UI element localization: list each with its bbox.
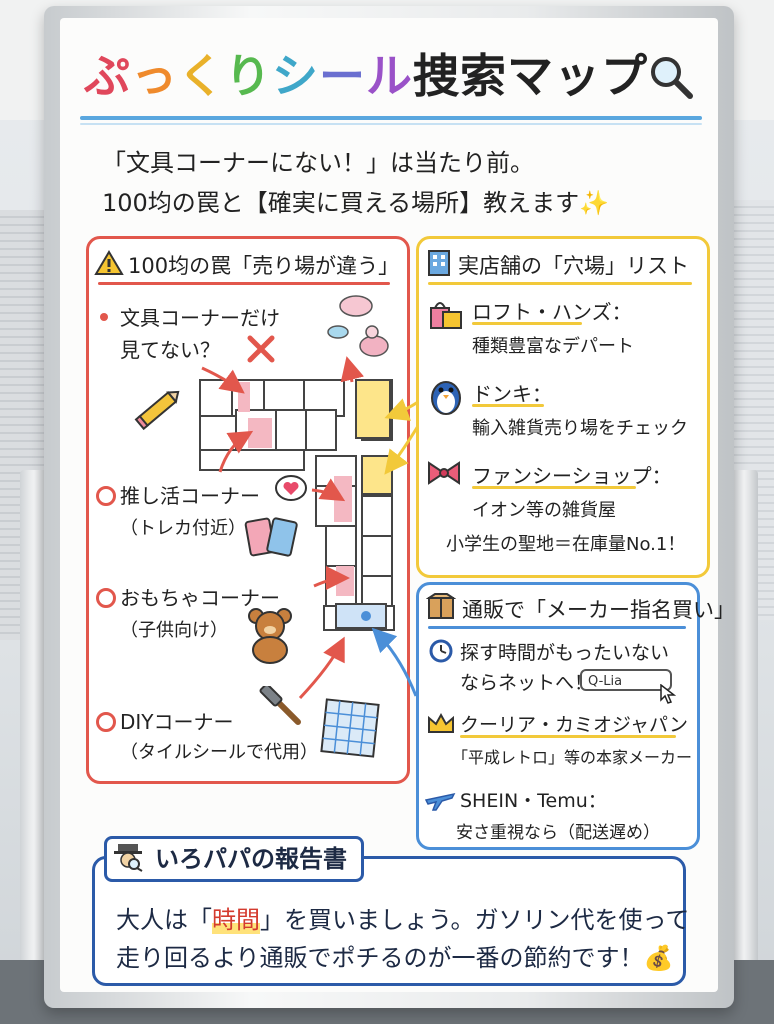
spot-3-line1: ファンシーショップ：: [472, 464, 672, 488]
title-rest: 捜索マップ: [413, 49, 648, 103]
trap-heading-rule: [98, 282, 390, 285]
report-line-1: 大人は「時間」を買いましょう。ガソリン代を使って: [116, 900, 689, 935]
shopping-bags-icon: [430, 302, 462, 329]
heart-bubble-icon: [275, 475, 307, 501]
spots-heading-rule: [428, 282, 692, 285]
spot-3-line3: 小学生の聖地＝在庫量No.1！: [446, 534, 686, 555]
trap-item-3-line2: （子供向け）: [120, 620, 228, 641]
trap-item-4-line1: DIYコーナー: [120, 710, 234, 734]
online-3-line1: SHEIN・Temu：: [460, 790, 607, 812]
title-underline: [80, 116, 702, 120]
warning-icon: [94, 250, 124, 275]
spots-panel: [416, 236, 710, 578]
stand-post-right: [730, 470, 758, 1024]
trap-item-4-line2: （タイルシールで代用）: [120, 742, 318, 763]
report-highlight-time: 時間: [212, 906, 260, 934]
title-char: ル: [366, 49, 413, 103]
title-underline-light: [80, 123, 702, 125]
trap-item-2-line1: 推し活コーナー: [120, 484, 260, 508]
online-3-line2: 安さ重視なら（配送遅め）: [456, 823, 660, 843]
title-char: ー: [319, 49, 366, 103]
map-arrows: [201, 356, 420, 700]
online-heading-rule: [428, 626, 686, 629]
intro-line-1: 「文具コーナーにない！」は当たり前。: [102, 149, 534, 177]
teddy-bear-icon: [248, 608, 292, 664]
tile-sticker-icon: [320, 698, 380, 758]
title-char: ぷ: [84, 49, 131, 103]
bullet-circle: [96, 712, 116, 732]
online-2-underline: [460, 735, 676, 738]
report-line-2: 走り回るより通販でポチるのが一番の節約です！💰: [116, 944, 674, 972]
sticker-pile-icon: [327, 295, 389, 357]
report-line-1a: 大人は「: [116, 906, 212, 934]
spot-1-line1: ロフト・ハンズ：: [472, 300, 632, 324]
trap-item-2-line2: （トレカ付近）: [120, 518, 246, 539]
cross-icon: [247, 335, 275, 363]
trap-item-1-line1: 文具コーナーだけ: [120, 306, 280, 330]
stand-post-left: [20, 470, 48, 1024]
spot-2-underline: [472, 404, 544, 407]
spots-panel-heading: 実店舗の「穴場」リスト: [458, 254, 689, 278]
hammer-icon: [259, 686, 301, 725]
spot-1-underline: [472, 322, 582, 325]
penguin-icon: [431, 381, 461, 415]
trap-panel-heading: 100均の罠「売り場が違う」: [128, 254, 400, 278]
online-1-line2: ならネットへ！: [460, 672, 594, 694]
crown-icon: [428, 712, 454, 733]
spot-3-line2: イオン等の雑貨屋: [472, 500, 616, 521]
spot-1-line2: 種類豊富なデパート: [472, 336, 634, 357]
clock-icon: [429, 639, 453, 663]
intro-line-2: 100均の罠と【確実に買える場所】教えます✨: [102, 189, 609, 217]
page-title: ぷっくりシール捜索マップ: [84, 40, 648, 106]
trading-cards-icon: [244, 517, 298, 557]
spot-2-line2: 輸入雑貨売り場をチェック: [472, 418, 688, 439]
online-2-line1: クーリア・カミオジャパン: [460, 714, 689, 736]
trap-item-1-line2: 見てない？: [120, 338, 220, 362]
bullet-circle: [96, 486, 116, 506]
store-floor-map: [199, 379, 395, 631]
title-char: シ: [272, 49, 319, 103]
bullet-dot: [100, 313, 108, 321]
online-panel-heading: 通販で「メーカー指名買い」: [462, 598, 735, 622]
building-icon: [428, 250, 450, 276]
title-char: っ: [131, 49, 178, 103]
search-box: Q-Lia: [580, 669, 672, 691]
title-char: り: [225, 49, 272, 103]
airplane-icon: [424, 792, 456, 811]
ribbon-icon: [428, 461, 460, 485]
magnifier-icon: [651, 57, 693, 99]
report-line-1c: 」を買いましょう。ガソリン代を使って: [260, 906, 690, 934]
bullet-circle: [96, 588, 116, 608]
online-1-line1: 探す時間がもったいない: [460, 642, 670, 664]
title-char: く: [178, 49, 225, 103]
detective-icon: [114, 844, 143, 872]
package-icon: [426, 593, 456, 619]
spot-3-underline: [472, 486, 636, 489]
report-title-text: いろパパの報告書: [155, 845, 347, 873]
pencil-icon: [134, 390, 180, 431]
online-2-line2: 「平成レトロ」等の本家メーカー: [452, 748, 693, 767]
spot-2-line1: ドンキ：: [472, 382, 552, 406]
trap-item-3-line1: おもちゃコーナー: [120, 586, 280, 610]
report-title: いろパパの報告書: [104, 836, 364, 882]
cursor-icon: [660, 684, 676, 704]
